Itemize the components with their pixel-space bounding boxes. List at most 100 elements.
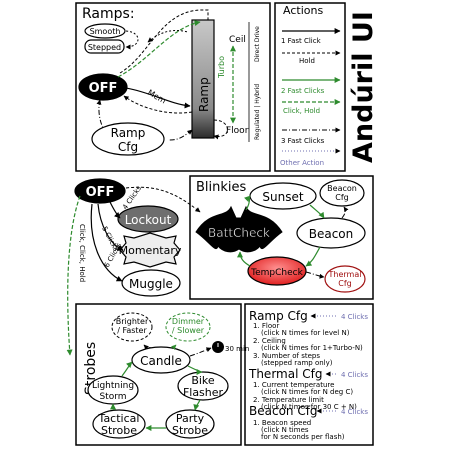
- tempcheck-to-thermal-cfg-arrow: [305, 271, 325, 279]
- bike-to-party-arrow: [193, 399, 201, 411]
- ramp-cfg-item-2-detail: (click N times for 1+Turbo-N): [261, 344, 363, 352]
- click-click-hold-label: Click, Click, Hold: [78, 224, 86, 282]
- tempcheck-node[interactable]: [247, 256, 307, 286]
- thermal-cfg-item-2: 2. Temperature limit: [253, 396, 324, 404]
- ramps-off-node[interactable]: [78, 73, 128, 101]
- dimmer-label-line2: / Slower: [172, 326, 205, 335]
- config-panel: [244, 303, 374, 446]
- blinkies-heading: Blinkies: [196, 180, 247, 195]
- floor-label: Floor: [226, 126, 249, 136]
- ramp-bottom-loop-arrow: [213, 119, 228, 140]
- off-to-blinkies-arrow: [125, 186, 201, 213]
- beacon-cfg-item-1-detail-b: for N seconds per flash): [261, 433, 345, 441]
- off-to-lockout-arrow: [109, 201, 121, 219]
- off-to-momentary-arrow: [97, 203, 124, 251]
- turbo-label: Turbo: [217, 56, 226, 79]
- actions-panel: [274, 2, 346, 172]
- party-label-line2: Strobe: [172, 424, 208, 437]
- beacon-cfg-node[interactable]: [319, 179, 365, 207]
- off-to-ramp-hold-arrow: [119, 9, 209, 74]
- direct-drive-label: Direct Drive: [254, 26, 261, 62]
- ramp-cfg-node[interactable]: [91, 122, 165, 156]
- beacon-cfg-heading: Beacon Cfg: [249, 404, 318, 418]
- ramp-to-off-arrow: [123, 95, 193, 114]
- brighter-faster-arrow: [143, 344, 151, 350]
- battcheck-to-sunset-arrow: [244, 195, 251, 211]
- blinkies-off-label: OFF: [86, 185, 115, 200]
- tactical-label-line1: Tactical: [98, 412, 140, 425]
- ramp-cfg-heading: Ramp Cfg: [249, 309, 308, 323]
- candle-timer-arrow: [189, 347, 212, 357]
- candle-node[interactable]: [131, 346, 191, 374]
- party-strobe-node[interactable]: [165, 409, 215, 439]
- momentary-node[interactable]: [119, 232, 181, 268]
- battcheck-label: BattCheck: [208, 226, 270, 240]
- beacon-cfg-item-1-detail-a: (click N times: [261, 426, 309, 434]
- strobes-panel: [75, 303, 242, 446]
- action-1-click-label: 1 Fast Click: [281, 37, 322, 45]
- beacon-cfg-item-1: 1. Beacon speed: [253, 419, 311, 427]
- dimmer-label-line1: Dimmer: [172, 317, 205, 326]
- ramps-off-label: OFF: [89, 81, 118, 96]
- thermal-cfg-label-line1: Thermal: [328, 270, 362, 279]
- tactical-label-line2: Strobe: [101, 424, 137, 437]
- thermal-cfg-item-1: 1. Current temperature: [253, 381, 334, 389]
- action-3-clicks-label: 3 Fast Clicks: [281, 137, 325, 145]
- action-2-clicks-label: 2 Fast Clicks: [281, 87, 325, 95]
- beacon-node[interactable]: [296, 217, 366, 249]
- tempcheck-label: TempCheck: [250, 268, 303, 278]
- blinkies-off-node[interactable]: [74, 178, 126, 204]
- action-click-hold-label: Click, Hold: [283, 107, 320, 115]
- ceil-label: Ceil: [229, 35, 246, 45]
- bike-label-line1: Bike: [191, 374, 215, 387]
- dimmer-slower-node[interactable]: [165, 312, 211, 342]
- brighter-label-line1: Brighter: [116, 317, 149, 326]
- dimmer-slower-arrow: [171, 344, 177, 350]
- ramp-cfg-4-clicks-label: 4 Clicks: [341, 313, 368, 321]
- party-label-line1: Party: [176, 412, 205, 425]
- ramp-to-ramp-cfg-arrow: [167, 129, 193, 141]
- bike-label-line2: Flasher: [183, 386, 224, 399]
- tactical-strobe-node[interactable]: [92, 409, 146, 439]
- muggle-node[interactable]: [121, 269, 181, 297]
- beacon-cfg-label-line1: Beacon: [327, 184, 357, 193]
- thermal-cfg-item-2-detail: (click N times for 30 C + N): [261, 403, 357, 411]
- lockout-node[interactable]: [117, 205, 179, 233]
- ramp-cfg-label-line2: Cfg: [118, 140, 138, 154]
- smooth-mode-label: Smooth: [90, 27, 121, 36]
- muggle-label: Muggle: [129, 277, 173, 291]
- lightning-to-candle-arrow: [121, 361, 133, 377]
- off-to-muggle-arrow: [90, 203, 123, 282]
- sunset-to-beacon-arrow: [309, 204, 325, 219]
- thermal-cfg-heading: Thermal Cfg: [248, 367, 322, 381]
- regulated-hybrid-label: Regulated | Hybrid: [254, 84, 261, 140]
- battcheck-bat-shape[interactable]: [195, 205, 283, 253]
- thermal-cfg-node[interactable]: [324, 265, 366, 293]
- smooth-mode-node[interactable]: [84, 23, 126, 39]
- off-to-strobes-arrow: [66, 195, 81, 356]
- ramp-cfg-item-3-detail: (stepped ramp only): [261, 359, 333, 367]
- ramp-cfg-item-1-detail: (click N times for level N): [261, 329, 350, 337]
- ramps-panel: [75, 2, 271, 172]
- ramps-heading: Ramps:: [82, 6, 135, 22]
- ramp-bar[interactable]: [191, 19, 215, 139]
- candle-to-bike-arrow: [187, 365, 203, 375]
- action-hold-label: Hold: [299, 57, 315, 65]
- lightning-label-line1: Lightning: [92, 381, 134, 391]
- tactical-to-lightning-arrow: [110, 403, 117, 411]
- brighter-label-line2: / Faster: [117, 326, 147, 335]
- stepped-mode-label: Stepped: [88, 43, 121, 52]
- beacon-label: Beacon: [309, 227, 354, 241]
- ramp-cfg-label-line1: Ramp: [111, 126, 146, 140]
- actions-heading: Actions: [283, 4, 323, 17]
- stepped-mode-node[interactable]: [84, 39, 125, 54]
- momentary-label: Momentary: [119, 244, 182, 257]
- bike-flasher-node[interactable]: [177, 371, 229, 401]
- ramp-bar-label: Ramp: [197, 77, 211, 112]
- beacon-cfg-label-line2: Cfg: [335, 193, 348, 202]
- off-to-ramp-mem-arrow: [125, 87, 191, 109]
- app-title: Andúril UI: [348, 11, 379, 163]
- brighter-faster-node[interactable]: [111, 312, 153, 342]
- thirty-min-label: 30 min: [225, 345, 249, 353]
